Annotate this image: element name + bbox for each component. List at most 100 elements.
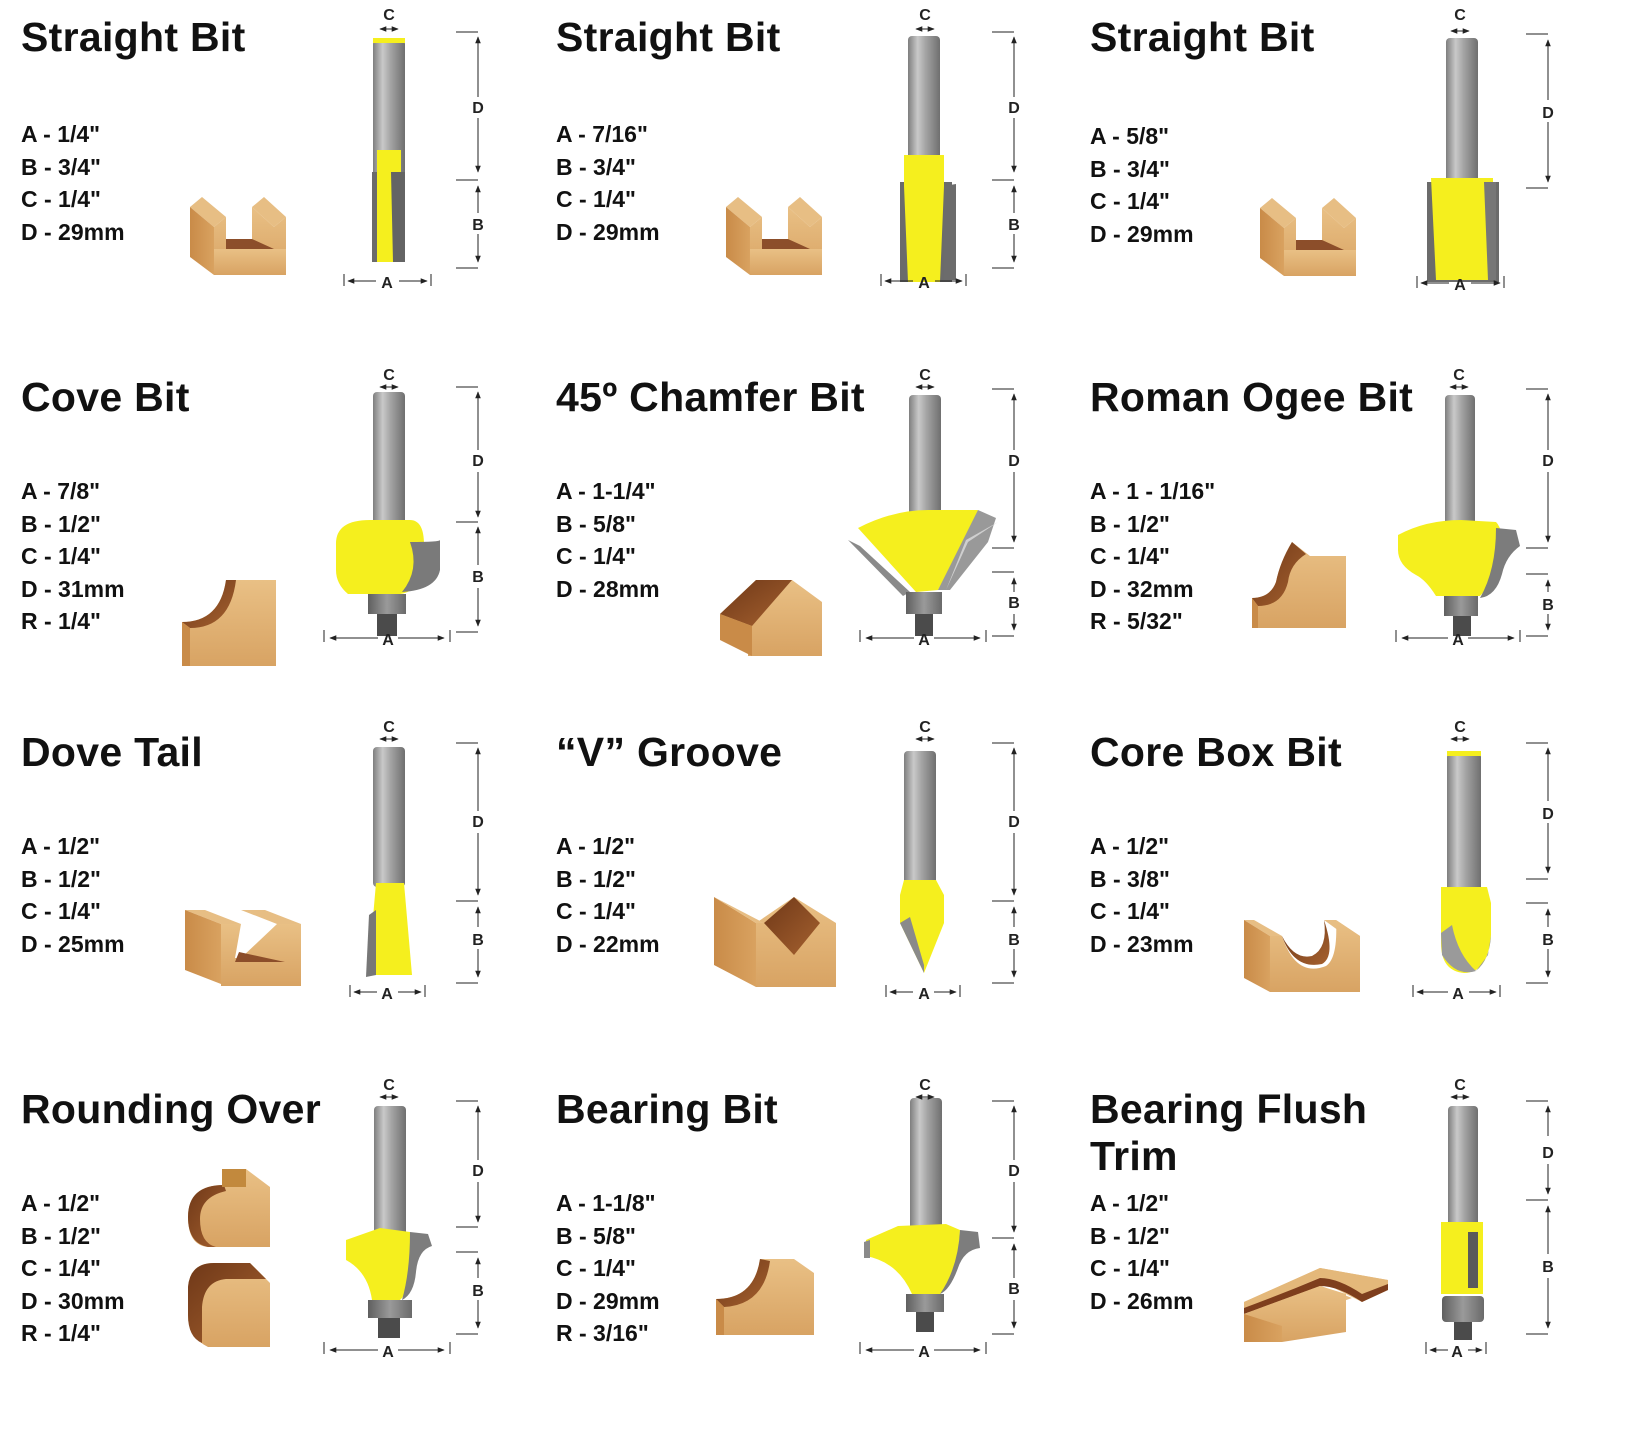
spec-d: D - 29mm: [1090, 220, 1194, 247]
bit-specs: A - 1/2" B - 1/2" C - 1/4" D - 22mm: [556, 830, 660, 960]
dim-d-label: D: [1008, 1163, 1020, 1180]
bearing-bit-diagram-icon: C D B A: [859, 1077, 1020, 1361]
straight-groove-profile-icon: [1260, 198, 1356, 276]
bit-specs: A - 1/4" B - 3/4" C - 1/4" D - 29mm: [21, 118, 125, 248]
cove-profile-icon: [182, 580, 276, 666]
dim-c-label: C: [1454, 719, 1466, 736]
dim-b-label: B: [1542, 932, 1554, 949]
spec-d: D - 23mm: [1090, 930, 1194, 957]
bit-title: 45º Chamfer Bit: [556, 374, 865, 420]
bit-specs: A - 5/8" B - 3/4" C - 1/4" D - 29mm: [1090, 120, 1194, 250]
spec-d: D - 31mm: [21, 575, 125, 602]
dim-d-label: D: [472, 100, 484, 117]
bit-card-core-box: Core Box Bit A - 1/2" B - 3/8" C - 1/4" …: [1090, 715, 1644, 1075]
dovetail-profile-icon: [185, 910, 301, 986]
spec-c: C - 1/4": [21, 898, 101, 924]
spec-b: B - 5/8": [556, 510, 636, 537]
spec-a: A - 7/8": [21, 478, 101, 504]
dim-d-label: D: [1542, 453, 1554, 470]
spec-b: B - 3/4": [21, 153, 101, 180]
flush-trim-bit-diagram-icon: C D B A: [1425, 1077, 1554, 1361]
spec-b: B - 3/8": [1090, 865, 1170, 892]
dim-d-label: D: [1008, 100, 1020, 117]
round-over-bit-diagram-icon: C D B A: [323, 1077, 484, 1361]
dim-c-label: C: [919, 7, 931, 24]
bit-title: Core Box Bit: [1090, 729, 1342, 775]
dim-a-label: A: [382, 632, 394, 649]
bit-specs: A - 1/2" B - 1/2" C - 1/4" D - 25mm: [21, 830, 125, 960]
straight-groove-profile-icon: [190, 197, 286, 275]
bit-title: Cove Bit: [21, 374, 190, 420]
bit-card-bearing-flush-trim: Bearing Flush Trim A - 1/2" B - 1/2" C -…: [1090, 1072, 1644, 1441]
dim-a-label: A: [1451, 1344, 1463, 1361]
spec-c: C - 1/4": [556, 898, 636, 924]
spec-b: B - 1/2": [1090, 510, 1170, 537]
bit-card-dovetail: Dove Tail A - 1/2" B - 1/2" C - 1/4" D -…: [0, 715, 548, 1075]
dim-a-label: A: [1454, 277, 1466, 294]
bit-card-cove: Cove Bit A - 7/8" B - 1/2" C - 1/4" D - …: [0, 360, 548, 720]
spec-d: D - 30mm: [21, 1287, 125, 1314]
dim-c-label: C: [1454, 1077, 1466, 1094]
spec-a: A - 1-1/8": [556, 1190, 656, 1216]
dim-a-label: A: [381, 986, 393, 1003]
bit-title: Straight Bit: [556, 14, 781, 60]
cove-profile-icon: [716, 1259, 814, 1335]
spec-b: B - 1/2": [556, 865, 636, 892]
dim-c-label: C: [383, 367, 395, 384]
v-groove-profile-icon: [714, 897, 836, 987]
bit-specs: A - 1-1/4" B - 5/8" C - 1/4" D - 28mm: [556, 475, 660, 605]
bit-card-chamfer: 45º Chamfer Bit A - 1-1/4" B - 5/8" C - …: [548, 360, 1096, 720]
bit-card-bearing: Bearing Bit A - 1-1/8" B - 5/8" C - 1/4"…: [548, 1072, 1096, 1441]
spec-b: B - 1/2": [21, 1222, 101, 1249]
dim-a-label: A: [918, 275, 930, 292]
spec-c: C - 1/4": [21, 543, 101, 569]
bit-title: Bearing Bit: [556, 1086, 778, 1132]
dim-a-label: A: [918, 986, 930, 1003]
dim-d-label: D: [1542, 105, 1554, 122]
dim-d-label: D: [472, 1163, 484, 1180]
spec-d: D - 25mm: [21, 930, 125, 957]
spec-a: A - 1/2": [1090, 1190, 1170, 1216]
spec-a: A - 1 - 1/16": [1090, 478, 1216, 504]
bit-card-rounding-over: Rounding Over A - 1/2" B - 1/2" C - 1/4"…: [0, 1072, 548, 1441]
spec-c: C - 1/4": [21, 1255, 101, 1281]
straight-bit-diagram-icon: C D A: [1416, 7, 1554, 294]
dim-b-label: B: [472, 1283, 484, 1300]
dim-b-label: B: [472, 932, 484, 949]
spec-b: B - 1/2": [21, 865, 101, 892]
spec-a: A - 1/2": [556, 833, 636, 859]
dim-a-label: A: [381, 275, 393, 292]
bit-title: Bearing Flush Trim: [1090, 1086, 1368, 1179]
dovetail-bit-diagram-icon: C D B A: [349, 719, 484, 1003]
chamfer-profile-icon: [720, 580, 822, 656]
roman-ogee-bit-diagram-icon: C D B A: [1395, 367, 1554, 649]
dim-c-label: C: [1453, 367, 1465, 384]
core-box-bit-diagram-icon: C D B A: [1412, 719, 1554, 1003]
bit-specs: A - 1-1/8" B - 5/8" C - 1/4" D - 29mm R …: [556, 1187, 660, 1350]
spec-r: R - 1/4": [21, 1320, 101, 1346]
dim-a-label: A: [1452, 986, 1464, 1003]
dim-c-label: C: [383, 1077, 395, 1094]
spec-a: A - 1/2": [1090, 833, 1170, 859]
dim-b-label: B: [1008, 932, 1020, 949]
spec-r: R - 5/32": [1090, 608, 1183, 634]
spec-a: A - 5/8": [1090, 123, 1170, 149]
spec-d: D - 29mm: [556, 1287, 660, 1314]
dim-d-label: D: [1008, 453, 1020, 470]
core-box-profile-icon: [1244, 920, 1360, 992]
spec-c: C - 1/4": [21, 186, 101, 212]
dim-a-label: A: [1452, 632, 1464, 649]
spec-b: B - 1/2": [1090, 1222, 1170, 1249]
dim-d-label: D: [472, 453, 484, 470]
spec-d: D - 22mm: [556, 930, 660, 957]
straight-groove-profile-icon: [726, 197, 822, 275]
spec-c: C - 1/4": [1090, 188, 1170, 214]
v-groove-bit-diagram-icon: C D B A: [885, 719, 1020, 1003]
dim-c-label: C: [383, 7, 395, 24]
bit-card-straight-1: Straight Bit A - 1/4" B - 3/4" C - 1/4" …: [0, 0, 548, 360]
dim-c-label: C: [919, 1077, 931, 1094]
dim-b-label: B: [1008, 595, 1020, 612]
spec-d: D - 32mm: [1090, 575, 1194, 602]
spec-b: B - 3/4": [556, 153, 636, 180]
straight-bit-diagram-icon: C D B A: [880, 7, 1020, 292]
